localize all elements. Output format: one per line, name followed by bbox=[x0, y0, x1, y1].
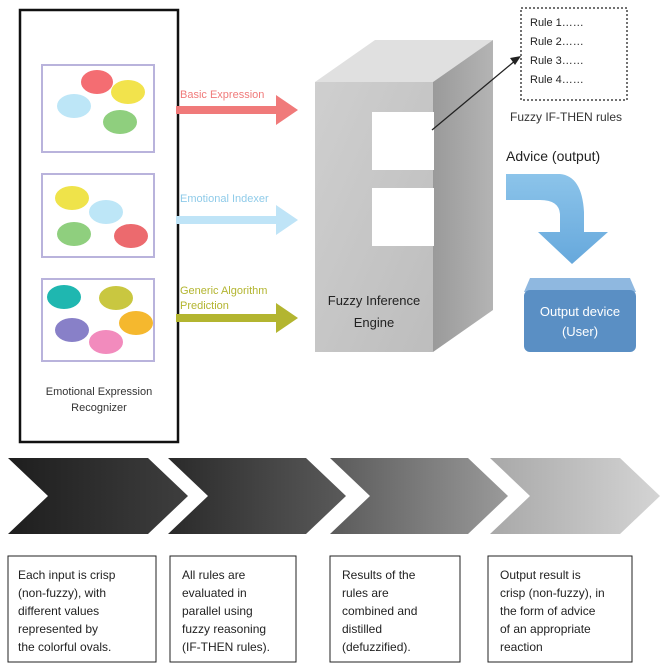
process-chevron-1 bbox=[8, 458, 188, 534]
input-oval bbox=[89, 200, 123, 224]
input-oval bbox=[47, 285, 81, 309]
input-oval bbox=[119, 311, 153, 335]
input-oval bbox=[103, 110, 137, 134]
input-oval bbox=[55, 186, 89, 210]
engine-label-line2: Engine bbox=[353, 315, 395, 330]
advice-label: Advice (output) bbox=[506, 148, 601, 164]
input-oval bbox=[99, 286, 133, 310]
step-2-line: evaluated in bbox=[182, 586, 247, 600]
step-3-line: rules are bbox=[342, 586, 389, 600]
step-1-line: Each input is crisp bbox=[18, 568, 116, 582]
output-device-body bbox=[524, 290, 636, 352]
input-oval bbox=[55, 318, 89, 342]
step-1-line: (non-fuzzy), with bbox=[18, 586, 107, 600]
advice-arrow bbox=[506, 174, 608, 264]
input-label-generic-algorithm-line2: Prediction bbox=[180, 300, 229, 312]
engine-window-bottom bbox=[372, 188, 434, 246]
step-3-line: Results of the bbox=[342, 568, 416, 582]
rules-list: Rule 1…… Rule 2…… Rule 3…… Rule 4…… bbox=[530, 14, 584, 90]
step-4-line: the form of advice bbox=[500, 604, 596, 618]
engine-side-face bbox=[433, 40, 493, 352]
output-device-label: Output device (User) bbox=[524, 302, 636, 342]
arrow-generic-algorithm bbox=[176, 303, 298, 333]
step-text-4: Output result is crisp (non-fuzzy), in t… bbox=[500, 566, 630, 656]
step-2-line: parallel using bbox=[182, 604, 253, 618]
recognizer-label-line2: Recognizer bbox=[71, 402, 127, 414]
step-box-3 bbox=[329, 555, 461, 663]
step-box-2 bbox=[169, 555, 297, 663]
arrow-emotional-indexer bbox=[176, 205, 298, 235]
step-4-line: crisp (non-fuzzy), in bbox=[500, 586, 605, 600]
step-3-line: (defuzzified). bbox=[342, 640, 411, 654]
step-4-line: Output result is bbox=[500, 568, 581, 582]
rule-item: Rule 3…… bbox=[530, 55, 584, 67]
rules-box bbox=[520, 7, 628, 101]
process-chevron-2 bbox=[168, 458, 346, 534]
step-1-line: the colorful ovals. bbox=[18, 640, 112, 654]
engine-to-rules-connector bbox=[431, 59, 517, 131]
engine-window-top bbox=[372, 112, 434, 170]
step-4-line: reaction bbox=[500, 640, 543, 654]
engine-label-line1: Fuzzy Inference bbox=[327, 293, 421, 308]
engine-top-face bbox=[315, 40, 493, 82]
input-oval bbox=[89, 330, 123, 354]
step-2-line: (IF-THEN rules). bbox=[182, 640, 270, 654]
rules-caption: Fuzzy IF-THEN rules bbox=[510, 110, 623, 124]
input-oval bbox=[111, 80, 145, 104]
connector-arrowhead bbox=[510, 56, 521, 65]
input-oval bbox=[81, 70, 113, 94]
engine-label: Fuzzy Inference Engine bbox=[315, 290, 433, 334]
input-label-generic-algorithm-line1: Generic Algorithm bbox=[180, 285, 268, 297]
step-3-line: combined and bbox=[342, 604, 418, 618]
rule-item: Rule 4…… bbox=[530, 74, 584, 86]
step-3-line: distilled bbox=[342, 622, 383, 636]
step-text-3: Results of the rules are combined and di… bbox=[342, 566, 458, 656]
input-label-basic-expression: Basic Expression bbox=[180, 89, 265, 101]
process-chevron-4 bbox=[490, 458, 660, 534]
rule-item: Rule 1…… bbox=[530, 17, 584, 29]
step-2-line: fuzzy reasoning bbox=[182, 622, 267, 636]
step-1-line: different values bbox=[18, 604, 100, 618]
input-oval bbox=[57, 222, 91, 246]
output-device-top bbox=[524, 278, 636, 292]
input-oval bbox=[114, 224, 148, 248]
process-chevron-3 bbox=[330, 458, 508, 534]
step-2-line: All rules are bbox=[182, 568, 246, 582]
step-box-4 bbox=[487, 555, 633, 663]
input-oval bbox=[57, 94, 91, 118]
recognizer-label: Emotional Expression Recognizer bbox=[20, 384, 178, 416]
output-device-label-line2: (User) bbox=[561, 324, 599, 339]
input-label-emotional-indexer: Emotional Indexer bbox=[180, 193, 269, 205]
rule-item: Rule 2…… bbox=[530, 36, 584, 48]
step-4-line: of an appropriate bbox=[500, 622, 591, 636]
step-1-line: represented by bbox=[18, 622, 99, 636]
step-text-2: All rules are evaluated in parallel usin… bbox=[182, 566, 294, 656]
step-box-1 bbox=[7, 555, 157, 663]
output-device-label-line1: Output device bbox=[539, 304, 621, 319]
recognizer-label-line1: Emotional Expression bbox=[45, 386, 153, 398]
step-text-1: Each input is crisp (non-fuzzy), with di… bbox=[18, 566, 152, 656]
arrow-basic-expression bbox=[176, 95, 298, 125]
